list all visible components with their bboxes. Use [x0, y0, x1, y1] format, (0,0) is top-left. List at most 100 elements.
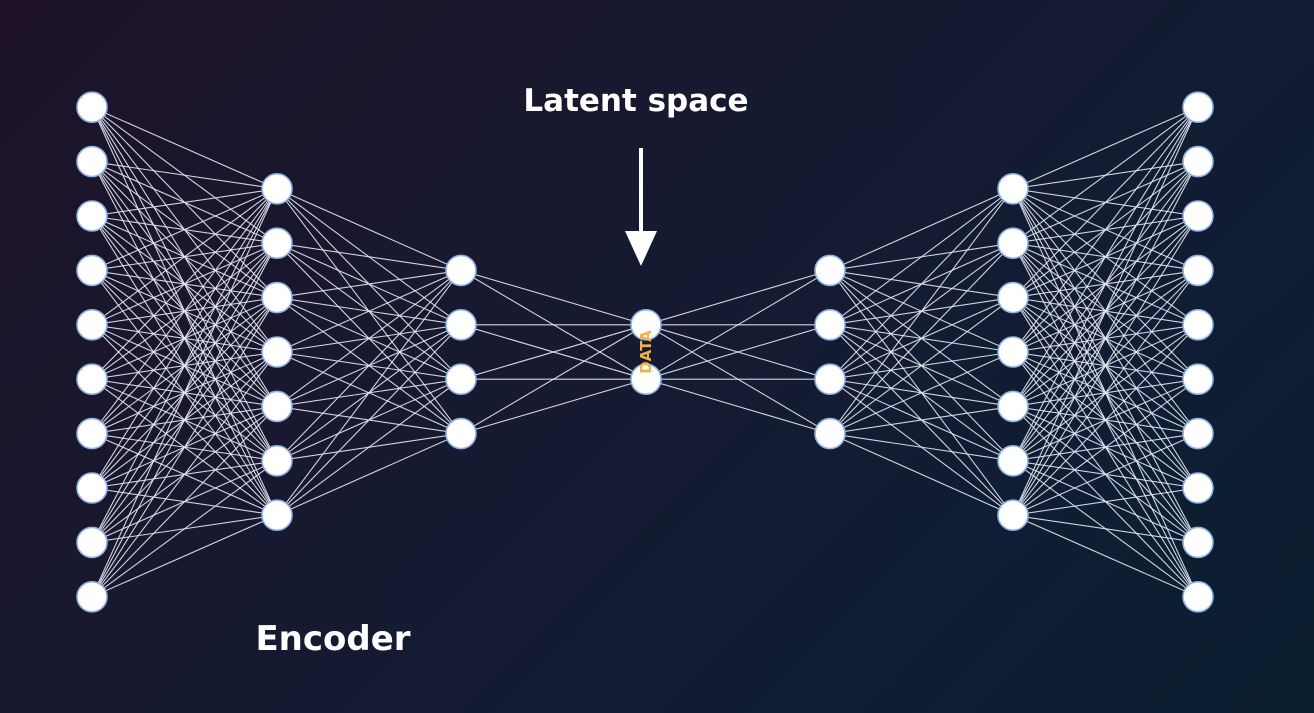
- neuron: [814, 363, 846, 396]
- connection-line: [460, 324, 647, 380]
- neuron: [814, 417, 846, 450]
- neuron: [997, 390, 1029, 423]
- connection-line: [1012, 324, 1199, 516]
- connection-line: [829, 242, 1014, 434]
- connection-line: [91, 161, 278, 190]
- connection-line: [91, 188, 278, 543]
- connection-line: [276, 270, 462, 516]
- connection-line: [829, 351, 1014, 435]
- connection-line: [829, 433, 1014, 462]
- neuron: [1182, 145, 1214, 178]
- neuron: [997, 227, 1029, 259]
- connection-line: [829, 188, 1014, 326]
- connection-line: [829, 188, 1014, 434]
- connection-line: [460, 324, 647, 435]
- connection-line: [1012, 106, 1199, 353]
- neuron: [76, 363, 108, 396]
- network-neurons: [76, 91, 1214, 613]
- connection-line: [1012, 106, 1199, 298]
- connection-line: [276, 269, 462, 407]
- neuron: [261, 336, 293, 368]
- connection-line: [460, 378, 647, 435]
- connection-line: [1012, 378, 1199, 516]
- connection-line: [91, 188, 278, 434]
- connection-line: [276, 242, 462, 271]
- connection-line: [276, 433, 462, 516]
- neuron: [814, 254, 846, 287]
- neuron: [76, 417, 108, 450]
- neuron: [261, 390, 293, 423]
- neuron: [261, 444, 293, 477]
- connection-line: [276, 378, 462, 516]
- neuron: [814, 308, 846, 341]
- connection-line: [276, 188, 462, 271]
- connection-line: [276, 269, 462, 299]
- connection-line: [829, 405, 1014, 435]
- neuron: [997, 281, 1029, 314]
- neuron: [997, 499, 1029, 532]
- connection-line: [1012, 106, 1199, 462]
- connection-line: [1012, 161, 1199, 516]
- latent-neuron: [630, 363, 662, 396]
- network-connections: [91, 106, 1199, 598]
- connection-line: [829, 188, 1014, 380]
- neuron: [1182, 472, 1214, 504]
- connection-line: [91, 514, 278, 598]
- connection-line: [91, 188, 278, 598]
- connection-line: [645, 378, 831, 435]
- encoder-label: Encoder: [255, 619, 410, 659]
- neuron: [445, 363, 477, 396]
- connection-line: [829, 433, 1014, 516]
- neuron: [76, 145, 108, 178]
- neuron: [445, 417, 477, 450]
- connection-line: [1012, 106, 1199, 516]
- connection-line: [91, 406, 278, 598]
- connection-line: [1012, 270, 1199, 516]
- connection-line: [91, 188, 278, 489]
- neuron: [1182, 308, 1214, 341]
- neuron: [997, 173, 1029, 205]
- neuron: [261, 173, 293, 205]
- connection-line: [91, 188, 278, 326]
- latent-neuron: [630, 308, 662, 341]
- connection-line: [1012, 514, 1199, 598]
- connection-line: [91, 460, 278, 598]
- neuron: [76, 580, 108, 613]
- neuron: [76, 472, 108, 504]
- connection-line: [1012, 514, 1199, 543]
- connection-line: [1012, 106, 1199, 244]
- connection-line: [1012, 106, 1199, 407]
- connection-line: [829, 188, 1014, 271]
- connection-line: [91, 188, 278, 380]
- connection-line: [1012, 106, 1199, 190]
- neuron: [76, 200, 108, 232]
- down-arrow-icon: [625, 148, 657, 266]
- connection-line: [1012, 433, 1199, 516]
- neuron: [261, 227, 293, 259]
- neuron: [76, 91, 108, 123]
- neuron: [1182, 363, 1214, 396]
- neuron: [261, 281, 293, 314]
- neuron: [1182, 254, 1214, 287]
- connection-line: [276, 270, 462, 462]
- connection-line: [276, 269, 462, 353]
- latent-node-label: DATA: [637, 330, 655, 374]
- neuron: [76, 254, 108, 287]
- neuron: [76, 526, 108, 559]
- connection-line: [1012, 487, 1199, 516]
- latent-space-title: Latent space: [523, 83, 748, 119]
- neuron: [1182, 91, 1214, 123]
- neuron: [445, 254, 477, 287]
- neuron: [445, 308, 477, 341]
- connection-line: [645, 269, 831, 380]
- connection-line: [91, 242, 278, 598]
- neuron: [1182, 417, 1214, 450]
- neuron: [1182, 580, 1214, 613]
- connection-line: [1012, 215, 1199, 516]
- neuron: [261, 499, 293, 532]
- neuron: [1182, 200, 1214, 232]
- connection-line: [645, 269, 831, 326]
- connection-line: [276, 324, 462, 516]
- connection-line: [645, 324, 831, 380]
